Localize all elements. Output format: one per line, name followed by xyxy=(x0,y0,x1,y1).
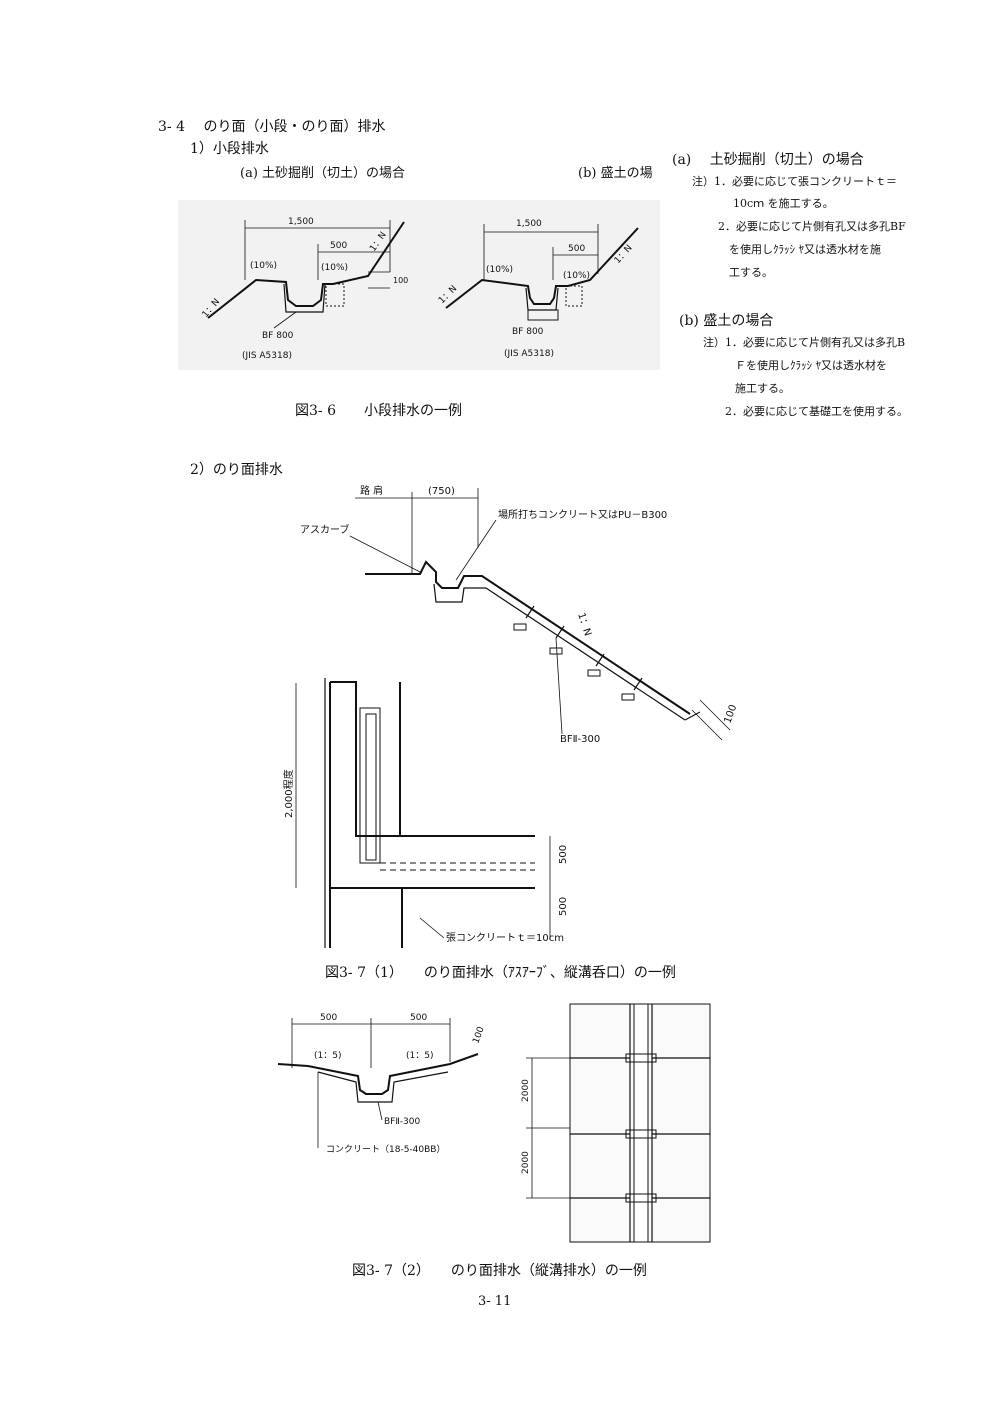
notes-b-note1-line2: Ｆを使用しｸﾗｯｼ ﾔ又は透水材を xyxy=(735,359,887,372)
fig36-left-height: 100 xyxy=(393,276,408,285)
notes-a-title: (a) 土砂掘削（切土）の場合 xyxy=(672,152,864,168)
fig37-2-width-right: 500 xyxy=(410,1013,427,1023)
notes-b-note1-line1: 注）1．必要に応じて片側有孔又は多孔B xyxy=(703,336,906,349)
section-heading: 3- 4 のり面（小段・のり面）排水 xyxy=(158,119,386,135)
fig37-1-section: 路 肩 (750) アスカーブ 場所打ちコンクリート又はPU－B300 1：N … xyxy=(300,484,739,745)
subsection-slope-drain: 2）のり面排水 xyxy=(190,462,283,478)
fig37-2-product: BFⅡ-300 xyxy=(384,1117,420,1127)
fig36-caption-a: (a) 土砂掘削（切土）の場合 xyxy=(240,166,406,181)
fig37-1-cast-label: 場所打ちコンクリート又はPU－B300 xyxy=(498,508,667,521)
fig36-left-product: BF 800 xyxy=(262,331,294,341)
fig36-left-standard: (JIS A5318) xyxy=(242,351,292,361)
fig36-right-width: 1,500 xyxy=(516,219,542,229)
fig36-caption-b: (b) 盛土の場 xyxy=(578,166,653,181)
fig37-2-slope-right: (1：5) xyxy=(406,1051,433,1061)
fig37-2-drawing: 500 500 (1：5) (1：5) 100 BFⅡ-300 コンクリート（1… xyxy=(277,1003,711,1243)
fig37-1-lining: 張コンクリートｔ＝10cm xyxy=(446,932,564,944)
fig37-1-product: BFⅡ-300 xyxy=(560,734,600,745)
fig36-left-panel: 1,500 500 (10%) (10%) 1：N 1：N 100 BF 800… xyxy=(201,217,409,361)
fig36-right-slope-left: (10%) xyxy=(486,265,513,275)
fig37-1-shoulder-width: (750) xyxy=(428,486,455,497)
fig36-right-standard: (JIS A5318) xyxy=(504,349,554,359)
fig37-2-concrete: コンクリート（18-5-40BB） xyxy=(326,1144,445,1155)
fig37-1-thickness: 100 xyxy=(722,703,739,725)
fig36-left-slope-left: (10%) xyxy=(250,261,277,271)
fig36-left-slope-right: (10%) xyxy=(321,263,348,273)
notes-a-note2-line3: 工する。 xyxy=(729,266,773,279)
fig36-left-width: 1,500 xyxy=(288,217,314,227)
page-number: 3- 11 xyxy=(478,1294,512,1309)
notes-a-note2-line1: 2．必要に応じて片側有孔又は多孔BF xyxy=(718,220,906,233)
fig37-2-pitch-2: 2000 xyxy=(521,1151,531,1174)
fig37-2-caption: 図3- 7（2） のり面排水（縦溝排水）の一例 xyxy=(352,1263,647,1279)
fig36-left-inner: 500 xyxy=(330,241,347,251)
fig37-1-dim-upper: 500 xyxy=(558,845,569,864)
notes-a-note1-line2: 10cｍ を施工する。 xyxy=(733,197,834,210)
fig37-2-width-left: 500 xyxy=(320,1013,337,1023)
fig37-1-ascurb: アスカーブ xyxy=(300,523,349,536)
notes-a-note2-line2: を使用しｸﾗｯｼ ﾔ又は透水材を施 xyxy=(729,243,881,256)
fig36-drawing: 1,500 500 (10%) (10%) 1：N 1：N 100 BF 800… xyxy=(178,200,660,370)
fig37-1-length: 2,000程度 xyxy=(282,769,295,818)
fig37-2-plan: 2000 2000 xyxy=(521,1003,711,1243)
notes-a-note1-line1: 注）1．必要に応じて張コンクリートｔ＝ xyxy=(692,175,897,188)
fig36-right-product: BF 800 xyxy=(512,327,544,337)
fig37-2-pitch-1: 2000 xyxy=(521,1079,531,1102)
fig36-caption: 図3- 6 小段排水の一例 xyxy=(295,403,462,419)
fig36-right-inner: 500 xyxy=(568,244,585,254)
notes-b-note1-line3: 施工する。 xyxy=(735,382,790,395)
subsection-small-berm: 1）小段排水 xyxy=(190,141,269,157)
notes-b-note2: 2．必要に応じて基礎工を使用する。 xyxy=(725,405,908,418)
fig37-1-dim-lower: 500 xyxy=(558,897,569,916)
fig37-1-caption: 図3- 7（1） のり面排水（ｱｽｱｰﾌﾞ、縦溝呑口）の一例 xyxy=(325,965,676,981)
fig36-right-slope-right: (10%) xyxy=(563,271,590,281)
fig37-1-road-shoulder: 路 肩 xyxy=(360,484,383,497)
fig37-2-section: 500 500 (1：5) (1：5) 100 BFⅡ-300 コンクリート（1… xyxy=(277,1013,487,1155)
notes-b-title: (b) 盛土の場合 xyxy=(679,313,774,329)
fig37-1-drawing: 路 肩 (750) アスカーブ 場所打ちコンクリート又はPU－B300 1：N … xyxy=(282,484,739,948)
fig37-1-plan: 2,000程度 500 500 張コンクリートｔ＝10cm xyxy=(282,678,569,948)
fig37-1-slope-ratio: 1：N xyxy=(575,612,593,638)
fig37-2-slope-left: (1：5) xyxy=(314,1051,341,1061)
fig37-2-height: 100 xyxy=(471,1025,486,1045)
